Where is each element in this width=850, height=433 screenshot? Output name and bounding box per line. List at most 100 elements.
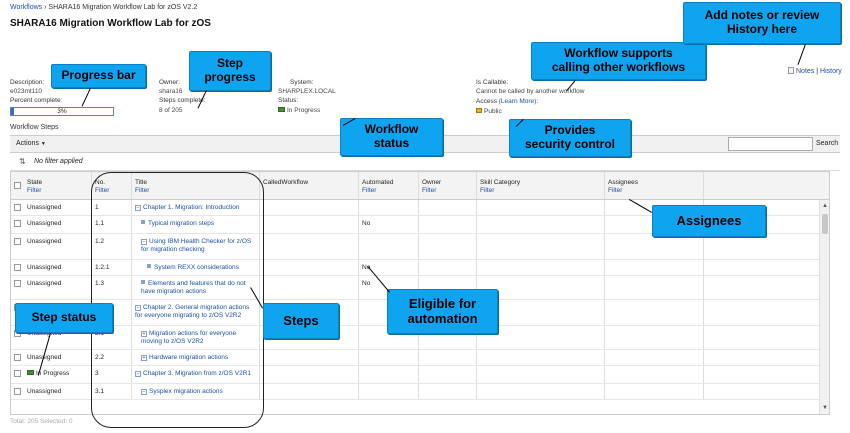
column-separator — [476, 260, 477, 275]
scroll-thumb[interactable] — [822, 214, 828, 234]
step-state-text: Unassigned — [27, 330, 62, 337]
row-checkbox[interactable] — [14, 220, 21, 227]
column-separator — [418, 260, 419, 275]
step-title-text[interactable]: Elements and features that do not have m… — [141, 280, 246, 295]
history-link[interactable]: History — [820, 68, 842, 75]
expand-icon[interactable]: + — [141, 331, 147, 337]
learn-more-link[interactable]: (Learn More): — [498, 98, 539, 105]
step-title[interactable]: System REXX considerations — [147, 264, 257, 272]
actions-menu-button[interactable]: Actions ▼ — [16, 140, 46, 147]
step-title[interactable]: −Chapter 3. Migration from z/OS V2R1 — [135, 370, 257, 378]
column-separator — [418, 326, 419, 349]
column-separator — [418, 216, 419, 233]
percent-complete-label: Percent complete: — [10, 97, 63, 104]
step-title-text[interactable]: Migration actions for everyone moving to… — [141, 330, 237, 345]
step-title-text[interactable]: Typical migration steps — [148, 220, 215, 227]
step-title-text[interactable]: Chapter 1. Migration: Introduction — [143, 204, 240, 211]
in-progress-icon — [278, 107, 285, 112]
callout-step-progress: Step progress — [189, 51, 271, 91]
column-separator[interactable] — [418, 172, 419, 199]
column-separator — [131, 200, 132, 215]
expand-icon[interactable]: + — [141, 355, 147, 361]
step-title-text[interactable]: System REXX considerations — [154, 264, 239, 271]
step-state-text: Unassigned — [27, 238, 62, 245]
row-checkbox[interactable] — [14, 204, 21, 211]
column-separator[interactable] — [604, 172, 605, 199]
row-checkbox[interactable] — [14, 388, 21, 395]
step-title-text[interactable]: Hardware migration actions — [149, 354, 229, 361]
column-separator — [418, 234, 419, 259]
step-state: Unassigned — [27, 354, 61, 362]
column-separator — [476, 234, 477, 259]
collapse-icon[interactable]: − — [135, 205, 141, 211]
step-title[interactable]: −Sysplex migration actions — [141, 388, 257, 396]
column-separator — [476, 366, 477, 383]
column-filter-link[interactable]: Filter — [480, 187, 495, 194]
scroll-up-icon[interactable]: ▲ — [822, 203, 828, 209]
column-separator[interactable] — [476, 172, 477, 199]
step-number: 1.1 — [95, 220, 105, 227]
vertical-scrollbar[interactable]: ▲ ▼ — [819, 200, 829, 414]
step-title-text[interactable]: Chapter 2. General migration actions for… — [135, 304, 250, 319]
scroll-down-icon[interactable]: ▼ — [822, 405, 828, 411]
step-title-text[interactable]: Sysplex migration actions — [149, 388, 223, 395]
callout-steps: Steps — [263, 303, 339, 339]
row-checkbox[interactable] — [14, 238, 21, 245]
column-filter-link[interactable]: Filter — [422, 187, 437, 194]
step-title-text[interactable]: Chapter 3. Migration from z/OS V2R1 — [143, 370, 252, 377]
breadcrumb: Workflows › SHARA16 Migration Workflow L… — [10, 4, 197, 11]
search-button[interactable]: Search — [816, 140, 839, 147]
description-value: e023mt110 — [10, 88, 43, 95]
step-title[interactable]: −Chapter 1. Migration: Introduction — [135, 204, 257, 212]
row-checkbox[interactable] — [14, 280, 21, 287]
row-checkbox[interactable] — [14, 354, 21, 361]
column-header-calledworkflow[interactable]: CalledWorkflow — [263, 179, 308, 187]
step-title[interactable]: +Migration actions for everyone moving t… — [141, 330, 257, 346]
column-separator — [259, 234, 260, 259]
column-filter-link[interactable]: Filter — [362, 187, 377, 194]
step-state-text: Unassigned — [27, 354, 62, 361]
column-separator[interactable] — [358, 172, 359, 199]
column-separator — [604, 326, 605, 349]
collapse-icon[interactable]: − — [135, 371, 141, 377]
select-all-checkbox[interactable] — [14, 182, 21, 189]
collapse-icon[interactable]: − — [141, 389, 147, 395]
column-filter-link[interactable]: Filter — [608, 187, 623, 194]
row-checkbox[interactable] — [14, 370, 21, 377]
column-separator[interactable] — [131, 172, 132, 199]
step-state-text: Unassigned — [27, 388, 62, 395]
column-filter-link[interactable]: Filter — [27, 187, 42, 194]
step-title-text[interactable]: Using IBM Health Checker for z/OS for mi… — [141, 238, 252, 253]
column-separator — [476, 350, 477, 365]
callout-calling-workflows: Workflow supports calling other workflow… — [531, 42, 706, 80]
breadcrumb-workflows-link[interactable]: Workflows — [10, 4, 43, 11]
search-input[interactable] — [728, 137, 813, 151]
notes-link[interactable]: Notes — [796, 68, 815, 75]
filter-icon[interactable]: ⇅ — [19, 157, 26, 166]
notes-icon[interactable] — [788, 67, 794, 74]
column-filter-link[interactable]: Filter — [135, 187, 150, 194]
collapse-icon[interactable]: − — [141, 239, 147, 245]
column-separator[interactable] — [703, 172, 704, 199]
step-title[interactable]: Typical migration steps — [141, 220, 257, 228]
step-title[interactable]: +Hardware migration actions — [141, 354, 257, 362]
step-title[interactable]: −Chapter 2. General migration actions fo… — [135, 304, 257, 320]
column-separator — [476, 200, 477, 215]
collapse-icon[interactable]: − — [135, 305, 141, 311]
breadcrumb-separator: › — [44, 4, 47, 11]
step-title[interactable]: Elements and features that do not have m… — [141, 280, 257, 296]
pointer-notes-history — [797, 44, 806, 66]
row-checkbox[interactable] — [14, 264, 21, 271]
callout-workflow-status: Workflow status — [340, 118, 443, 156]
step-leaf-icon — [147, 264, 151, 268]
step-title[interactable]: −Using IBM Health Checker for z/OS for m… — [141, 238, 257, 254]
